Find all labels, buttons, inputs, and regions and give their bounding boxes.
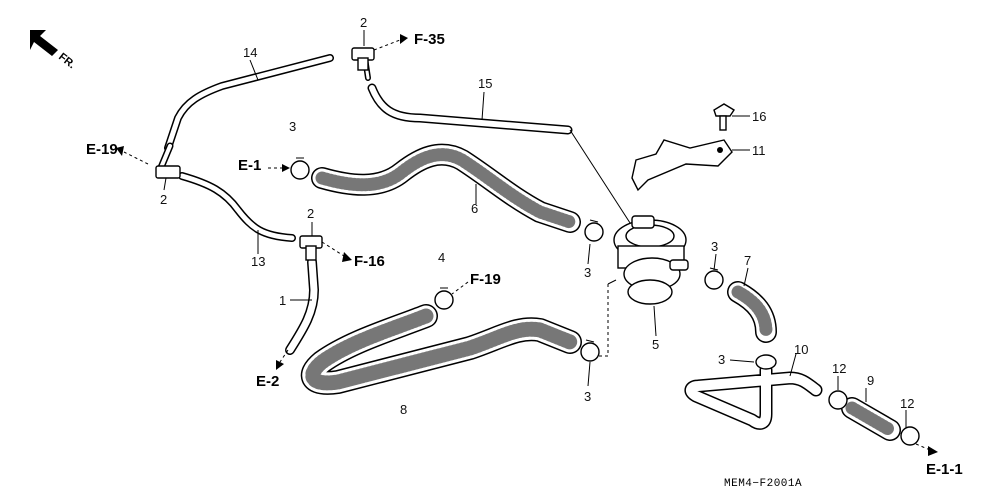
three-way-joint-left: [155, 165, 181, 179]
leader-7: [743, 267, 749, 287]
leader-3-mid: [587, 243, 591, 265]
arrow-e2-icon: [276, 360, 284, 370]
leader-3-right: [713, 253, 717, 271]
guide-tick: [607, 279, 617, 285]
hose-8: [301, 304, 582, 395]
reference-f19: F-19: [470, 271, 501, 288]
part-number-2-left: 2: [160, 192, 167, 207]
part-number-3-top: 3: [289, 119, 296, 134]
f16-guide: [321, 241, 345, 257]
hose-9: [841, 397, 901, 441]
arrow-f16-icon: [342, 252, 352, 262]
clip-near-hose-7: [704, 267, 724, 290]
part-number-7: 7: [744, 253, 751, 268]
part-number-2-top: 2: [360, 15, 367, 30]
arrow-e11-icon: [928, 446, 938, 456]
pipe-10: [684, 363, 823, 430]
reference-e1: E-1: [238, 157, 261, 174]
tube-1: [285, 257, 319, 355]
part-number-12-left: 12: [832, 361, 846, 376]
clip-12-left: [828, 390, 848, 410]
clip-12-right: [900, 426, 920, 446]
leader-15: [481, 91, 485, 121]
part-number-16: 16: [752, 109, 766, 124]
reference-f35: F-35: [414, 31, 445, 48]
leader-3-low: [587, 361, 591, 387]
clip-e1: [290, 157, 310, 180]
tube-13: [178, 172, 296, 242]
arrow-e19-icon: [116, 146, 124, 156]
tube-15-connection: [569, 129, 633, 227]
part-number-10: 10: [794, 342, 808, 357]
part-number-4: 4: [438, 250, 445, 265]
part-number-14: 14: [243, 45, 257, 60]
part-number-15: 15: [478, 76, 492, 91]
e2-guide: [279, 349, 289, 363]
arrow-f35-icon: [400, 34, 408, 44]
part-number-5: 5: [652, 337, 659, 352]
part-number-2-lower: 2: [307, 206, 314, 221]
diagram-code: MEM4−F2001A: [724, 478, 802, 490]
clip-pipe-10: [755, 354, 777, 370]
part-number-11: 11: [752, 143, 766, 158]
pair-check-valve: [613, 215, 689, 305]
clip-4: [434, 287, 454, 310]
leader-14: [249, 59, 259, 81]
part-number-9: 9: [867, 373, 874, 388]
f35-guide: [373, 39, 401, 51]
leader-10: [789, 353, 797, 377]
part-number-3-right: 3: [711, 239, 718, 254]
part-number-1: 1: [279, 293, 286, 308]
leader-5: [653, 305, 657, 337]
tube-14: [164, 54, 334, 152]
part-number-12-right: 12: [900, 396, 914, 411]
f19-guide: [451, 281, 469, 295]
part-number-6: 6: [471, 201, 478, 216]
e11-guide: [915, 443, 931, 451]
leader-2-left: [163, 177, 167, 191]
three-way-joint-top: [351, 47, 375, 71]
clip-near-hose-8: [580, 339, 600, 362]
assembly-guide-line: [596, 284, 609, 357]
bracket-11: [631, 139, 733, 192]
three-way-joint-lower: [299, 235, 323, 261]
tube-15: [367, 83, 573, 135]
part-number-3-pipe: 3: [718, 352, 725, 367]
front-direction-label: FR.: [56, 51, 77, 71]
reference-e11: E-1-1: [926, 461, 963, 478]
part-number-8: 8: [400, 402, 407, 417]
hose-7: [727, 281, 777, 343]
reference-e19: E-19: [86, 141, 118, 158]
part-number-13: 13: [251, 254, 265, 269]
part-number-3-low: 3: [584, 389, 591, 404]
reference-f16: F-16: [354, 253, 385, 270]
leader-3-pipe: [729, 359, 755, 363]
front-direction-arrow-icon: [30, 30, 58, 56]
arrow-e1-icon: [282, 164, 290, 172]
reference-e2: E-2: [256, 373, 279, 390]
clip-near-valve: [584, 219, 604, 242]
part-number-3-mid: 3: [584, 265, 591, 280]
e19-guide: [123, 151, 149, 165]
bolt-16: [713, 103, 735, 131]
hose-6: [311, 143, 581, 233]
